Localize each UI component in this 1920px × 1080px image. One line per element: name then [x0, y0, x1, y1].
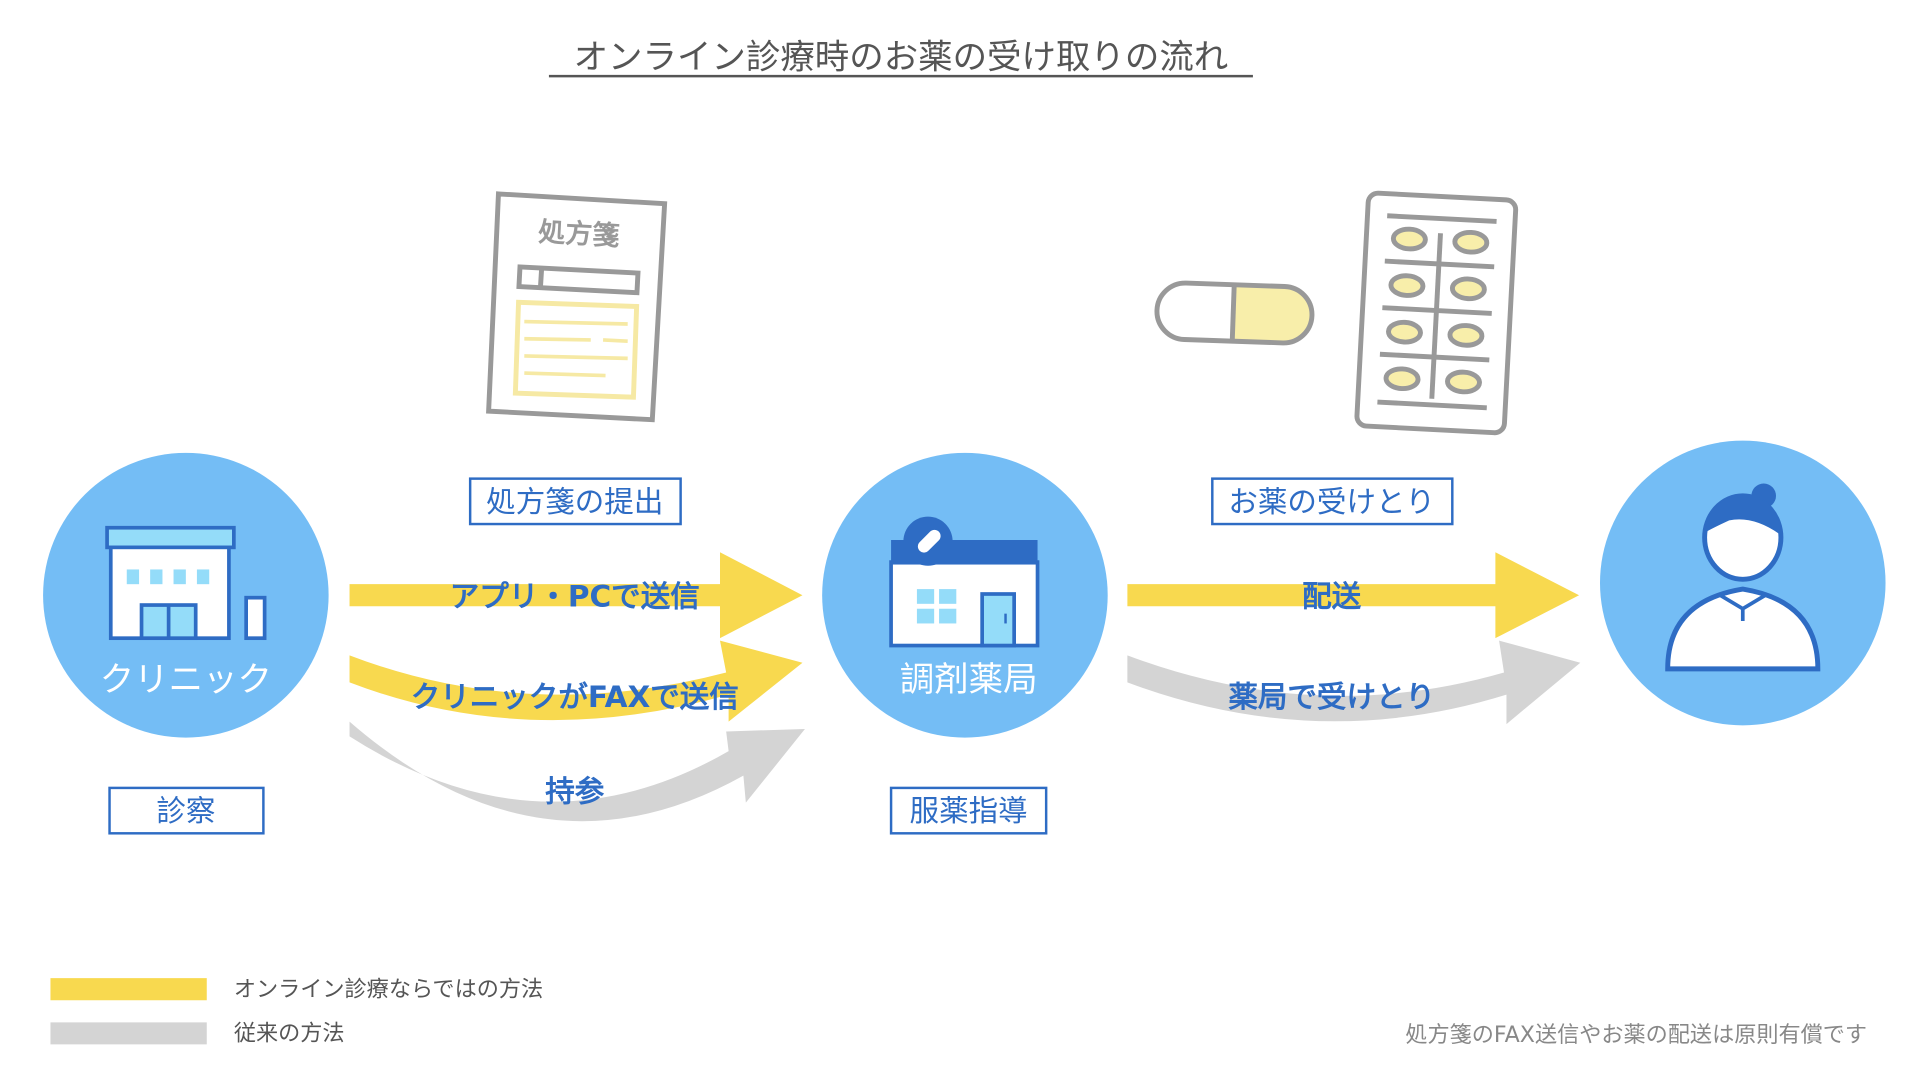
svg-text:オンライン診療ならではの方法: オンライン診療ならではの方法: [234, 977, 543, 1003]
pharmacy-label: 調剤薬局: [900, 660, 1038, 700]
svg-text:服薬指導: 服薬指導: [910, 794, 1028, 828]
capsule-icon: [1154, 280, 1315, 346]
arrow-pickup: [1127, 640, 1581, 725]
legend-item-traditional: 従来の方法: [50, 1021, 345, 1047]
legend-swatch-online: [50, 978, 207, 1001]
arrow-delivery: [1127, 552, 1580, 639]
page-title: オンライン診療時のお薬の受け取りの流れ: [574, 38, 1229, 78]
pharmacy-building-icon: [889, 516, 1040, 648]
medicine-receipt-label: お薬の受けとり: [1211, 477, 1454, 526]
arrow-fax: [349, 640, 803, 722]
clinic-building-icon: [105, 525, 267, 641]
arrow-app-pc: [349, 552, 803, 639]
svg-text:処方箋の提出: 処方箋の提出: [486, 485, 663, 519]
arrow-label-app-pc: アプリ・PCで送信: [450, 579, 700, 613]
svg-text:従来の方法: 従来の方法: [234, 1021, 345, 1047]
blister-pack-icon: [1354, 190, 1519, 436]
pharmacy-node: 調剤薬局: [822, 452, 1108, 738]
patient-person-icon: [1665, 483, 1821, 672]
legend-swatch-traditional: [50, 1022, 207, 1045]
svg-text:診察: 診察: [156, 794, 215, 828]
arrow-bring: [349, 721, 805, 822]
arrow-label-pickup: 薬局で受けとり: [1228, 680, 1435, 714]
svg-text:お薬の受けとり: お薬の受けとり: [1228, 485, 1435, 519]
footnote: 処方箋のFAX送信やお薬の配送は原則有償です: [1405, 1022, 1867, 1048]
arrow-label-delivery: 配送: [1302, 579, 1362, 613]
consultation-label: 診察: [108, 786, 265, 835]
prescription-document-icon: 処方箋: [486, 191, 668, 423]
arrow-label-bring: 持参: [545, 774, 605, 808]
legend-item-online: オンライン診療ならではの方法: [50, 977, 543, 1003]
clinic-node: クリニック: [43, 452, 329, 738]
clinic-label: クリニック: [100, 660, 272, 700]
legend: オンライン診療ならではの方法 従来の方法: [50, 977, 543, 1047]
svg-text:処方箋: 処方箋: [538, 216, 621, 252]
medication-guidance-label: 服薬指導: [889, 786, 1048, 835]
arrow-label-fax: クリニックがFAXで送信: [411, 680, 739, 714]
prescription-submission-label: 処方箋の提出: [468, 477, 682, 526]
patient-node: [1600, 440, 1886, 726]
